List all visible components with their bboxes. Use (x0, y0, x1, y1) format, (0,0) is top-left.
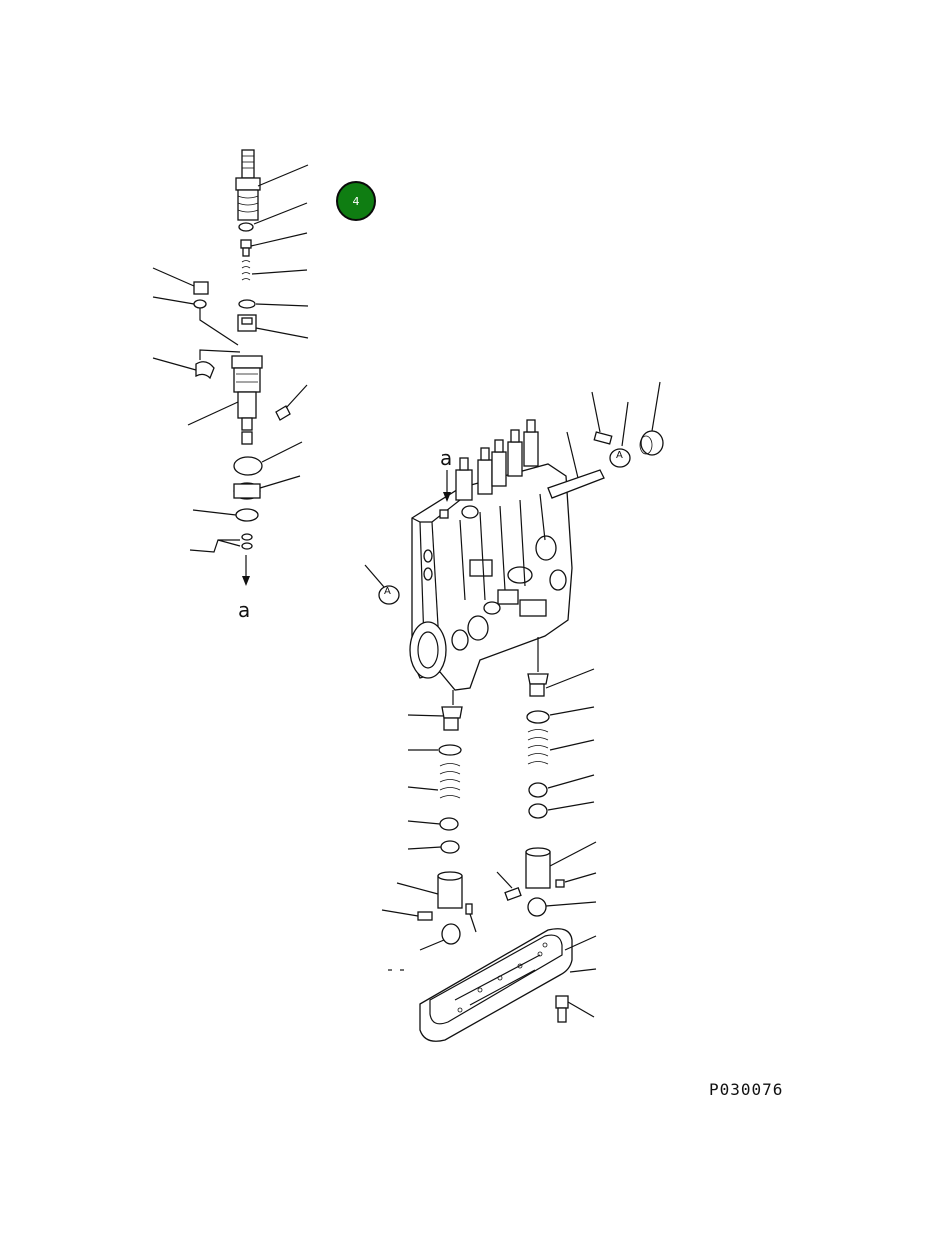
callout-a-left: A (384, 586, 391, 597)
bushing-top (639, 381, 664, 456)
pin-clip (275, 384, 308, 421)
lower-right-stack (496, 637, 597, 917)
cap-nut-A-left (364, 564, 400, 605)
drawing-number: P030076 (709, 1080, 784, 1099)
gasket-washer (238, 299, 309, 309)
delivery-valve (237, 314, 309, 339)
valve-stopper (240, 232, 308, 257)
snap-ring (192, 508, 259, 522)
reference-label-top: a (440, 446, 453, 470)
lower-left-stack (381, 690, 477, 971)
delivery-valve-holder (235, 149, 309, 221)
reference-label-bottom: a (238, 598, 251, 622)
control-sleeve (233, 475, 301, 500)
cap-nut-A (609, 401, 631, 468)
clamp-plate (152, 349, 241, 380)
pin-top (591, 391, 613, 445)
nut-left (152, 267, 209, 295)
callout-a-right: A (616, 450, 623, 461)
o-ring-small (238, 202, 308, 232)
valve-spring (241, 260, 308, 281)
o-ring-large (233, 441, 303, 476)
bottom-cover (419, 928, 597, 1042)
group-number-badge: 4 (336, 181, 376, 221)
plunger-barrel (187, 355, 263, 445)
pump-housing (409, 419, 605, 691)
seal-pair (189, 533, 253, 553)
arrow-down (242, 555, 250, 586)
washer-left (152, 296, 239, 346)
